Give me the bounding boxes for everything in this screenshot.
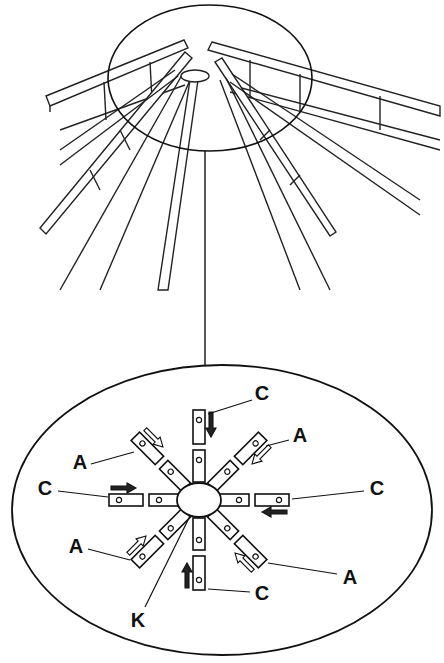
callout-letter: C [38,477,52,499]
leader-lines [58,400,364,607]
callout-letter: A [343,566,357,588]
callout-letter: C [370,478,384,498]
callout-letter: A [69,535,83,557]
callout-letter: C [255,582,269,604]
detail-line [204,151,205,366]
callout-letter: C [255,383,269,403]
roof-frame [40,40,440,290]
callout-letter: A [293,425,307,445]
callout-letter: A [293,424,307,446]
hub-assembly [109,410,289,590]
detail-circle [108,5,312,151]
callout-letter: A [73,451,87,473]
callout-letter: A [73,452,87,472]
detail-circle [12,365,432,655]
callout-letter: C [255,583,269,603]
callout-letter: C [38,478,52,498]
callout-letter: A [343,567,357,587]
callout-letter: K [131,610,145,630]
callout-letter: K [131,609,145,631]
callout-letter: C [370,477,384,499]
callout-letter: A [69,536,83,556]
callout-letter: C [255,382,269,404]
